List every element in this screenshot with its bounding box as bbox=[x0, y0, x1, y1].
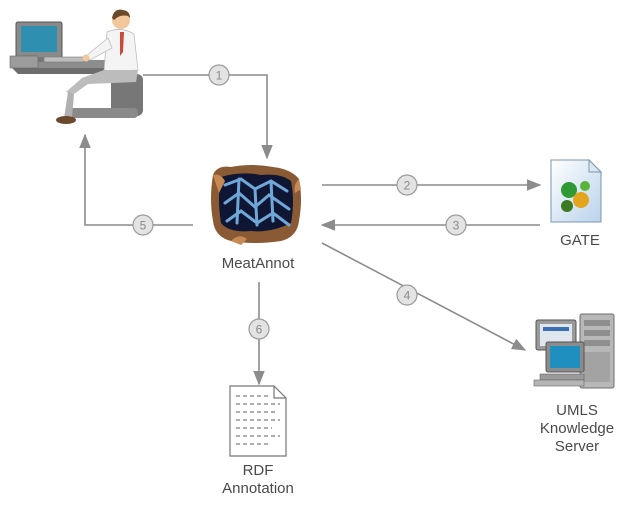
arrow-4-meatannot-to-umls bbox=[321, 242, 527, 351]
step-number-6: 6 bbox=[256, 323, 263, 337]
meatannot-logo-icon bbox=[211, 165, 301, 245]
arrow-1-user-to-meatannot bbox=[143, 74, 273, 160]
gate-label: GATE bbox=[560, 232, 600, 249]
step-badge-2: 2 bbox=[396, 174, 418, 196]
umls-label-line-3: Server bbox=[554, 438, 600, 455]
arrow-5-meatannot-to-user bbox=[79, 133, 193, 226]
step-number-3: 3 bbox=[453, 219, 460, 233]
step-number-4: 4 bbox=[404, 289, 411, 303]
step-number-1: 1 bbox=[216, 69, 223, 83]
step-number-2: 2 bbox=[404, 179, 411, 193]
step-badge-3: 3 bbox=[445, 214, 467, 236]
step-badge-5: 5 bbox=[132, 214, 154, 236]
umls-label-line-1: UMLS bbox=[556, 402, 598, 419]
document-icon bbox=[229, 385, 287, 457]
meatannot-label: MeatAnnot bbox=[221, 255, 295, 272]
step-badge-4: 4 bbox=[396, 284, 418, 306]
step-badge-6: 6 bbox=[248, 318, 270, 340]
rdf-label-line-2: Annotation bbox=[222, 480, 294, 497]
step-badge-1: 1 bbox=[208, 64, 230, 86]
umls-label-line-2: Knowledge bbox=[539, 420, 615, 437]
step-number-5: 5 bbox=[140, 219, 147, 233]
user-at-computer-icon bbox=[9, 9, 143, 124]
rdf-label: RDF Annotation bbox=[196, 462, 320, 498]
rdf-label-line-1: RDF bbox=[242, 462, 274, 479]
gate-document-icon bbox=[550, 158, 603, 223]
server-icon bbox=[533, 313, 615, 389]
umls-label: UMLS Knowledge Server bbox=[530, 402, 624, 456]
